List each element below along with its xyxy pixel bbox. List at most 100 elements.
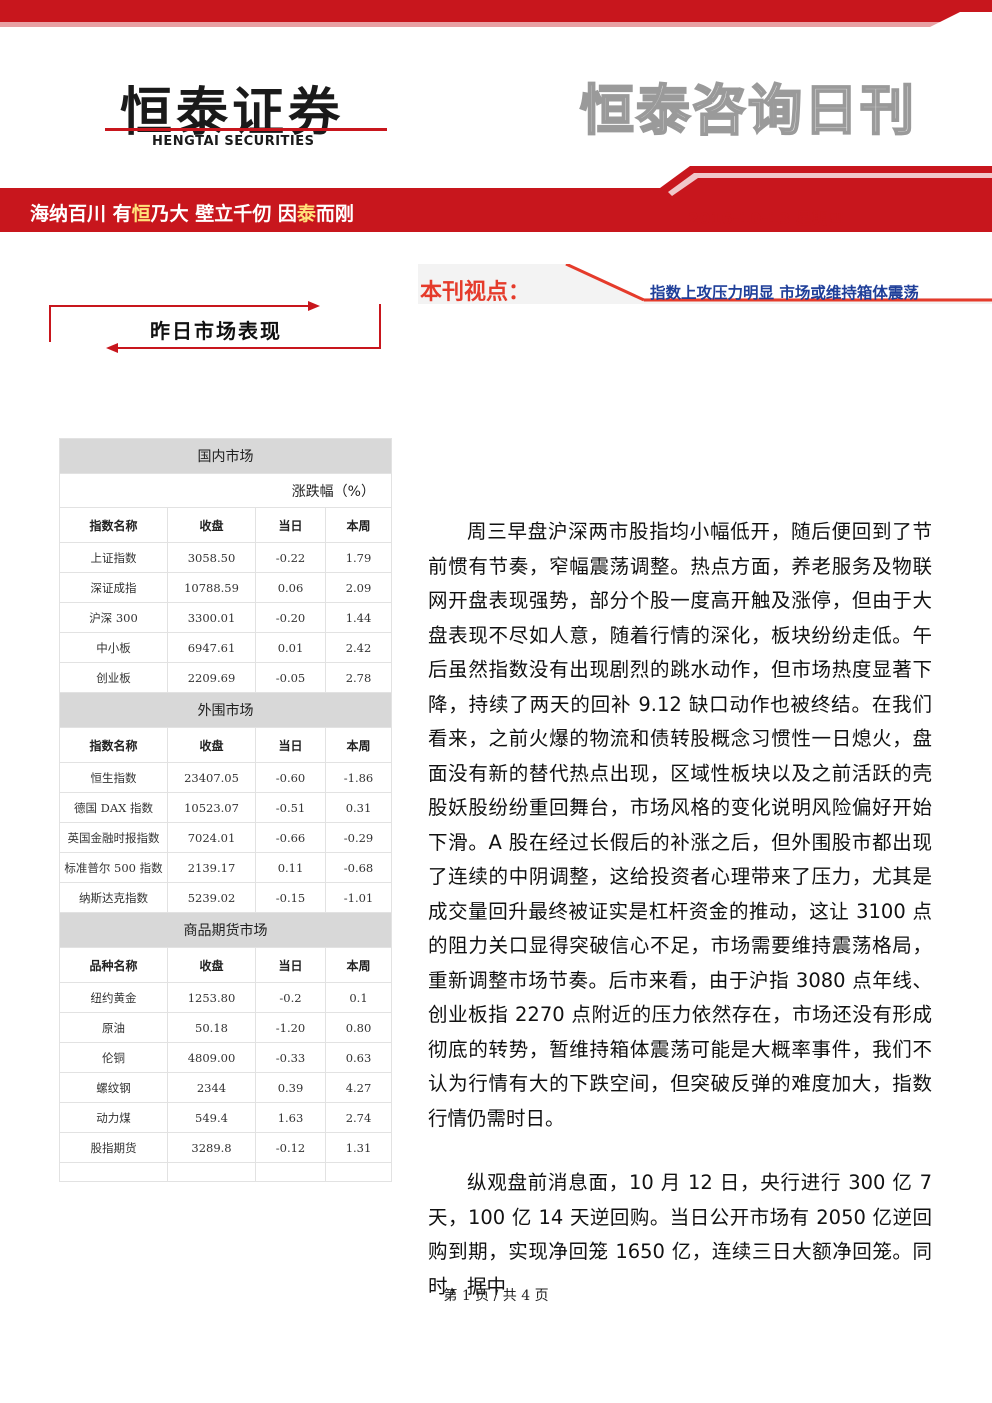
table-row: 恒生指数 23407.05 -0.60 -1.86 xyxy=(59,762,392,793)
commodity-name: 动力煤 xyxy=(59,1102,168,1133)
section-overseas-title: 外围市场 xyxy=(59,692,392,728)
column-header: 指数名称 xyxy=(59,507,168,543)
weekly-change: -1.86 xyxy=(325,762,392,793)
close-value: 1253.80 xyxy=(167,982,256,1013)
weekly-change: 1.31 xyxy=(325,1132,392,1163)
close-value: 7024.01 xyxy=(167,822,256,853)
table-row: 螺纹钢 2344 0.39 4.27 xyxy=(59,1072,392,1103)
close-value: 3300.01 xyxy=(167,602,256,633)
table-row: 纽约黄金 1253.80 -0.2 0.1 xyxy=(59,982,392,1013)
daily-change: -0.22 xyxy=(255,542,326,573)
section-header-frame xyxy=(49,301,381,353)
daily-change: 0.01 xyxy=(255,632,326,663)
weekly-change: 0.80 xyxy=(325,1012,392,1043)
unit-label: 涨跌幅（%） xyxy=(59,473,392,508)
viewpoint-banner xyxy=(418,264,992,304)
weekly-change: -1.01 xyxy=(325,882,392,913)
column-header: 收盘 xyxy=(167,507,256,543)
close-value: 50.18 xyxy=(167,1012,256,1043)
table-section-header: 商品期货市场 xyxy=(59,912,392,948)
column-header: 当日 xyxy=(255,947,326,983)
table-row: 伦铜 4809.00 -0.33 0.63 xyxy=(59,1042,392,1073)
close-value: 2209.69 xyxy=(167,662,256,693)
table-row: 英国金融时报指数 7024.01 -0.66 -0.29 xyxy=(59,822,392,853)
daily-change: 0.39 xyxy=(255,1072,326,1103)
index-name: 英国金融时报指数 xyxy=(59,822,168,853)
commodity-name: 股指期货 xyxy=(59,1132,168,1163)
commodity-name: 原油 xyxy=(59,1012,168,1043)
top-red-stripe xyxy=(0,0,992,27)
table-row: 上证指数 3058.50 -0.22 1.79 xyxy=(59,542,392,573)
news-paragraph: 纵观盘前消息面，10 月 12 日，央行进行 300 亿 7 天，100 亿 1… xyxy=(428,1171,932,1298)
table-row: 股指期货 3289.8 -0.12 1.31 xyxy=(59,1132,392,1163)
index-name: 沪深 300 xyxy=(59,602,168,633)
table-row: 纳斯达克指数 5239.02 -0.15 -1.01 xyxy=(59,882,392,913)
weekly-change: 0.31 xyxy=(325,792,392,823)
column-header: 本周 xyxy=(325,947,392,983)
column-header: 当日 xyxy=(255,727,326,763)
section-domestic-title: 国内市场 xyxy=(59,438,392,474)
close-value: 3058.50 xyxy=(167,542,256,573)
weekly-change: 2.78 xyxy=(325,662,392,693)
daily-change: -0.12 xyxy=(255,1132,326,1163)
column-header: 品种名称 xyxy=(59,947,168,983)
weekly-change: 2.74 xyxy=(325,1102,392,1133)
market-performance-table: 国内市场 涨跌幅（%） 指数名称 收盘 当日 本周 上证指数 3058.50 -… xyxy=(59,438,392,1182)
commentary-paragraph: 周三早盘沪深两市股指均小幅低开，随后便回到了节前惯有节奏，窄幅震荡调整。热点方面… xyxy=(428,520,932,1130)
index-name: 深证成指 xyxy=(59,572,168,603)
weekly-change: 0.1 xyxy=(325,982,392,1013)
weekly-change: -0.68 xyxy=(325,852,392,883)
viewpoint-label: 本刊视点： xyxy=(420,280,531,305)
close-value: 2139.17 xyxy=(167,852,256,883)
table-row: 中小板 6947.61 0.01 2.42 xyxy=(59,632,392,663)
daily-change: -0.20 xyxy=(255,602,326,633)
weekly-change: 4.27 xyxy=(325,1072,392,1103)
daily-change: -1.20 xyxy=(255,1012,326,1043)
column-header: 本周 xyxy=(325,507,392,543)
table-row: 标准普尔 500 指数 2139.17 0.11 -0.68 xyxy=(59,852,392,883)
daily-change: -0.2 xyxy=(255,982,326,1013)
table-row: 原油 50.18 -1.20 0.80 xyxy=(59,1012,392,1043)
daily-change: 0.06 xyxy=(255,572,326,603)
close-value: 549.4 xyxy=(167,1102,256,1133)
close-value: 10523.07 xyxy=(167,792,256,823)
column-header: 本周 xyxy=(325,727,392,763)
weekly-change: 1.79 xyxy=(325,542,392,573)
issue-date: 2016-10-13 星期四 xyxy=(688,209,844,228)
table-row: 创业板 2209.69 -0.05 2.78 xyxy=(59,662,392,693)
daily-change: -0.15 xyxy=(255,882,326,913)
daily-change: -0.66 xyxy=(255,822,326,853)
weekly-change: -0.29 xyxy=(325,822,392,853)
table-header-row: 品种名称 收盘 当日 本周 xyxy=(59,947,392,983)
commodity-name: 纽约黄金 xyxy=(59,982,168,1013)
daily-change: -0.05 xyxy=(255,662,326,693)
section-futures-title: 商品期货市场 xyxy=(59,912,392,948)
close-value: 4809.00 xyxy=(167,1042,256,1073)
viewpoint-headline: 指数上攻压力明显 市场或维持箱体震荡 xyxy=(650,284,919,302)
daily-change: -0.51 xyxy=(255,792,326,823)
table-row: 动力煤 549.4 1.63 2.74 xyxy=(59,1102,392,1133)
close-value: 23407.05 xyxy=(167,762,256,793)
index-name: 纳斯达克指数 xyxy=(59,882,168,913)
column-header: 指数名称 xyxy=(59,727,168,763)
column-header: 收盘 xyxy=(167,947,256,983)
column-header: 收盘 xyxy=(167,727,256,763)
table-header-row: 指数名称 收盘 当日 本周 xyxy=(59,727,392,763)
table-trailing-row xyxy=(59,1162,392,1182)
section-title: 昨日市场表现 xyxy=(150,319,282,343)
daily-change: 0.11 xyxy=(255,852,326,883)
commodity-name: 螺纹钢 xyxy=(59,1072,168,1103)
company-slogan: 海纳百川 有恒乃大 壁立千仞 因泰而刚 xyxy=(30,203,354,225)
publication-masthead: 恒泰咨询日刊 xyxy=(579,78,916,143)
index-name: 上证指数 xyxy=(59,542,168,573)
logo-underline xyxy=(105,128,387,131)
commodity-name: 伦铜 xyxy=(59,1042,168,1073)
table-section-header: 国内市场 xyxy=(59,438,392,474)
index-name: 恒生指数 xyxy=(59,762,168,793)
weekly-change: 2.42 xyxy=(325,632,392,663)
company-logo-subtitle: HENGTAI SECURITIES xyxy=(152,134,315,149)
table-section-header: 外围市场 xyxy=(59,692,392,728)
close-value: 3289.8 xyxy=(167,1132,256,1163)
index-name: 德国 DAX 指数 xyxy=(59,792,168,823)
slogan-red-band xyxy=(0,166,992,232)
